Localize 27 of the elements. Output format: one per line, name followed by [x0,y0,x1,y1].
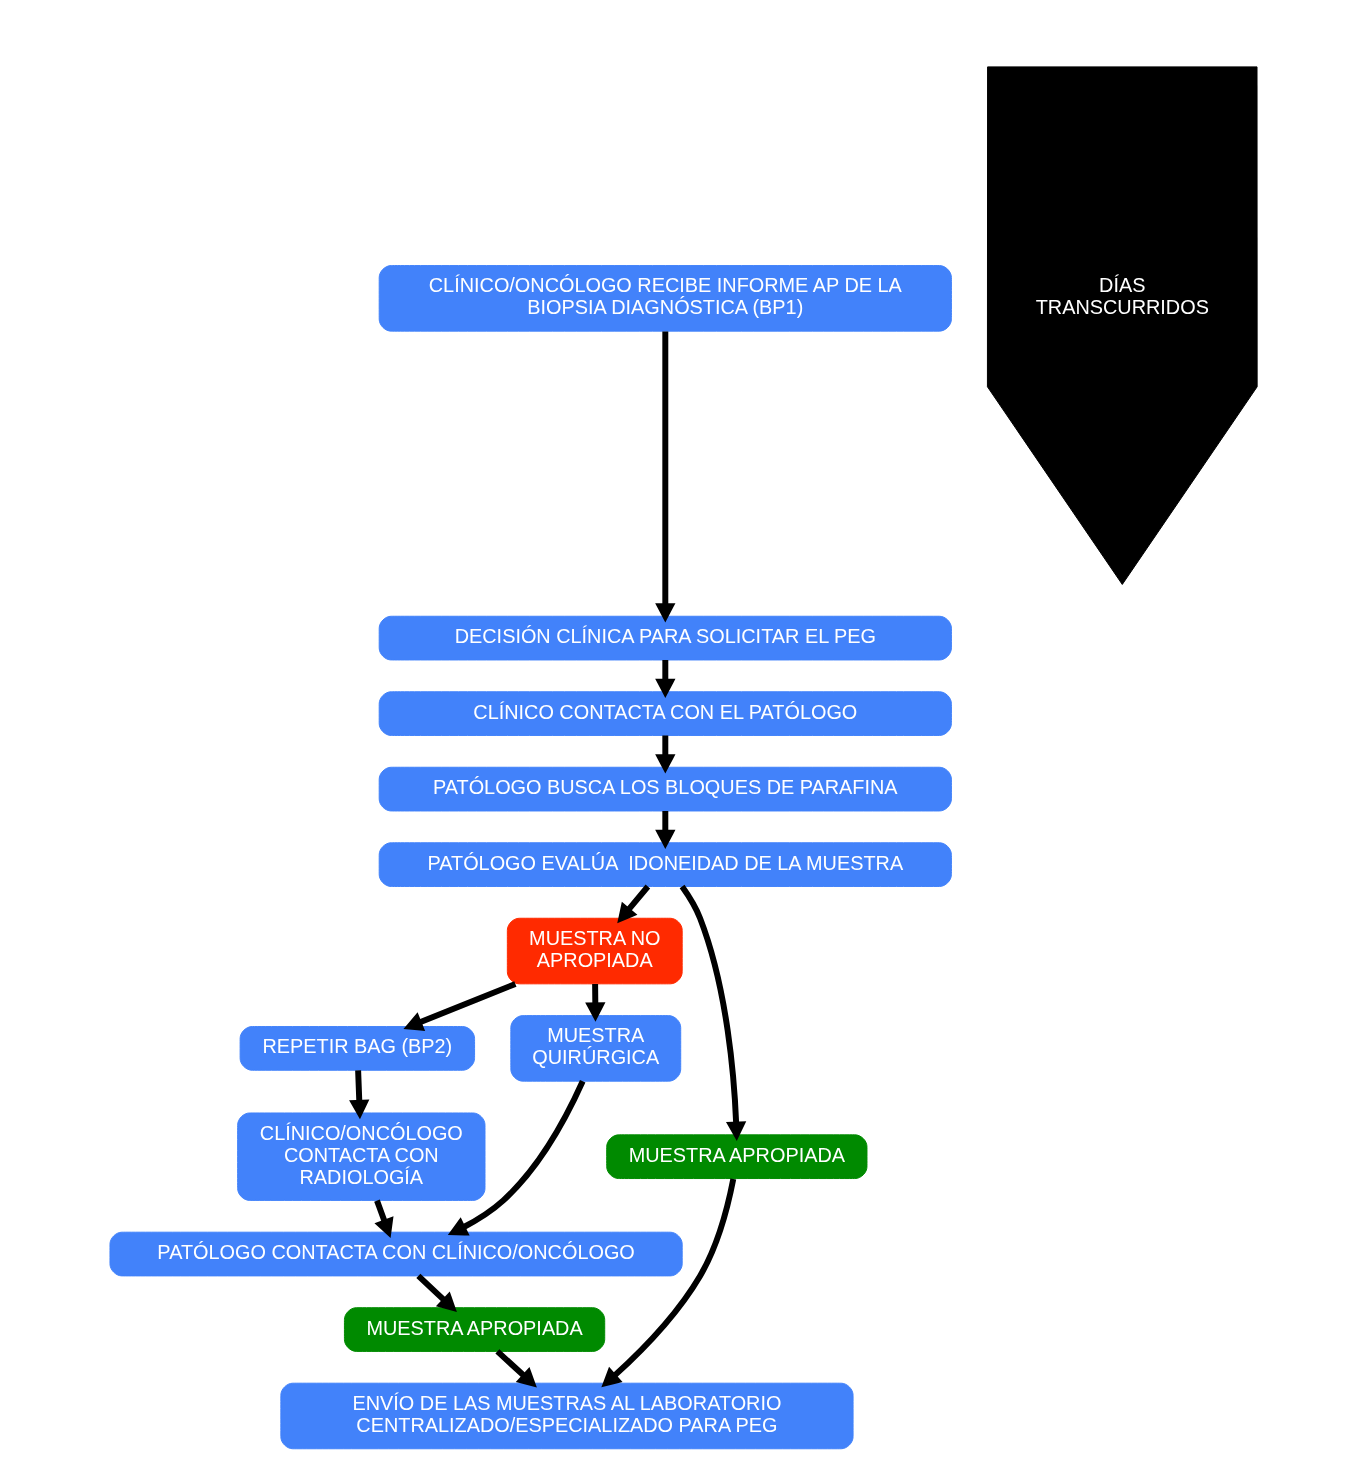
arrow [654,660,675,699]
arrow [654,735,675,774]
arrow [616,884,650,924]
arrow [447,1080,585,1236]
node-box: PATÓLOGO EVALÚA IDONEIDAD DE LA MUESTRA [378,842,952,887]
arrow [654,811,675,850]
node-box: DECISIÓN CLÍNICA PARA SOLICITAR EL PEG [378,615,952,661]
node-box: ENVÍO DE LAS MUESTRAS AL LABORATORIO CENTRALIZADO/ESPECIALIZADO PARA PEG [279,1382,854,1450]
node-box: CLÍNICO CONTACTA CON EL PATÓLOGO [378,691,952,736]
arrow [494,1349,537,1388]
node-box: MUESTRA NO APROPIADA [506,917,683,985]
arrow [402,981,516,1032]
arrow [373,1199,393,1238]
node-box: PATÓLOGO BUSCA LOS BLOQUES DE PARAFINA [378,766,952,812]
node-box: CLÍNICO/ONCÓLOGO CONTACTA CON RADIOLOGÍA [236,1112,485,1201]
node-box: REPETIR BAG (BP2) [239,1026,475,1071]
node-box: MUESTRA APROPIADA [343,1307,605,1352]
arrow [348,1070,369,1120]
node-box: MUESTRA APROPIADA [605,1134,867,1180]
node-box: CLÍNICO/ONCÓLOGO RECIBE INFORME AP DE LA BIOPSIA DIAGNÓSTICA (BP1) [378,265,952,332]
arrow [600,1178,736,1388]
arrow [654,331,675,623]
node-box: PATÓLOGO CONTACTA CON CLÍNICO/ONCÓLOGO [108,1231,683,1277]
arrow [679,884,746,1141]
arrow [415,1273,457,1312]
arrow [584,984,605,1022]
node-box: MUESTRA QUIRÚRGICA [509,1015,681,1082]
